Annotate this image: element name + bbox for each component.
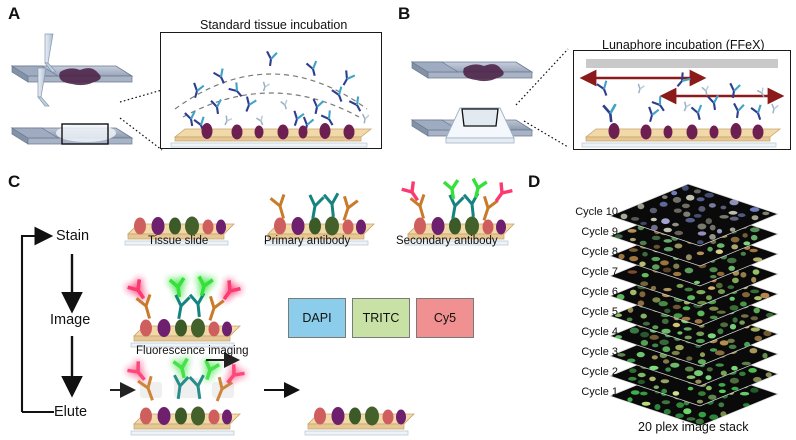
panel-b-leader-lines xyxy=(515,48,569,148)
panel-c-row-elute xyxy=(110,352,415,436)
panel-d-image-stack xyxy=(608,183,780,427)
panel-b-title: Lunaphore incubation (FFeX) xyxy=(602,38,765,52)
panel-a-leader-lines xyxy=(119,89,163,151)
diffusion-arc-inner xyxy=(182,92,360,118)
cycle-label: Cycle 1 xyxy=(581,386,618,398)
panel-letter-a: A xyxy=(8,4,21,23)
slide-with-droplet-icon xyxy=(10,67,134,145)
slide-with-tissue-icon xyxy=(410,61,534,82)
diffusion-arc-outer xyxy=(174,73,368,110)
antibody-cloud xyxy=(183,50,370,129)
caption-primary-antibody: Primary antibody xyxy=(264,235,351,247)
panel-b-slides xyxy=(410,61,534,144)
channel-box-cy5[interactable]: Cy5 xyxy=(416,298,474,338)
image-stack-layer xyxy=(608,183,780,247)
cycle-label: Cycle 2 xyxy=(581,366,618,378)
stage-fluorescence-imaging xyxy=(126,274,243,348)
panel-a-inset-art xyxy=(170,50,373,148)
panel-d-caption: 20 plex image stack xyxy=(638,420,749,434)
cycle-label: Cycle 10 xyxy=(575,206,618,218)
pipette-icon xyxy=(44,33,57,73)
cycle-label: Cycle 4 xyxy=(581,326,618,338)
channel-box-tritc[interactable]: TRITC xyxy=(352,298,410,338)
detaching-antibody-complexes xyxy=(110,352,247,406)
panel-a-title: Standard tissue incubation xyxy=(200,18,348,32)
tissue-blob xyxy=(59,68,101,86)
channel-label-tritc: TRITC xyxy=(362,311,400,325)
panel-letter-d: D xyxy=(528,172,541,191)
stage-eluted-slide-after xyxy=(304,406,415,436)
panel-c-row-image xyxy=(126,274,243,348)
panel-letter-c: C xyxy=(8,172,21,191)
antigen-row xyxy=(608,123,764,140)
channel-box-dapi[interactable]: DAPI xyxy=(288,298,346,338)
cycle-label: Cycle 8 xyxy=(581,246,618,258)
bound-antibodies xyxy=(601,102,766,125)
panel-letter-b: B xyxy=(398,4,411,23)
slide-with-tissue-icon xyxy=(10,33,134,86)
cycle-step-stain: Stain xyxy=(56,228,90,244)
cycle-label: Cycle 9 xyxy=(581,226,618,238)
channel-label-dapi: DAPI xyxy=(302,311,332,325)
panel-a-inset xyxy=(160,32,382,149)
cycle-label: Cycle 7 xyxy=(581,266,618,278)
panel-c-cycle-arrows xyxy=(20,226,83,414)
tissue-blob xyxy=(463,64,504,82)
antigen-row xyxy=(201,123,355,140)
panel-b-inset xyxy=(573,50,791,150)
panel-a-slides xyxy=(10,33,134,145)
pipette-icon xyxy=(37,67,50,107)
panel-b-inset-art xyxy=(579,59,785,148)
caption-secondary-antibody: Secondary antibody xyxy=(396,235,498,247)
cycle-step-elute: Elute xyxy=(54,404,88,420)
liquid-droplet xyxy=(56,124,116,142)
caption-fluorescence-imaging: Fluorescence imaging xyxy=(136,345,249,357)
cycle-step-image: Image xyxy=(50,312,91,328)
tissue-slab xyxy=(170,128,373,148)
slide-with-flowcell xyxy=(410,107,534,144)
channel-label-cy5: Cy5 xyxy=(433,311,457,325)
panel-a-zoom-region xyxy=(61,123,109,145)
flowcell-chip-icon xyxy=(445,107,515,144)
cycle-label: Cycle 3 xyxy=(581,346,618,358)
chip-ceiling-bar xyxy=(586,59,778,68)
stage-eluted-slide-before xyxy=(130,406,241,436)
cycle-label: Cycle 5 xyxy=(581,306,618,318)
cycle-label: Cycle 6 xyxy=(581,286,618,298)
caption-tissue-slide: Tissue slide xyxy=(148,235,209,247)
